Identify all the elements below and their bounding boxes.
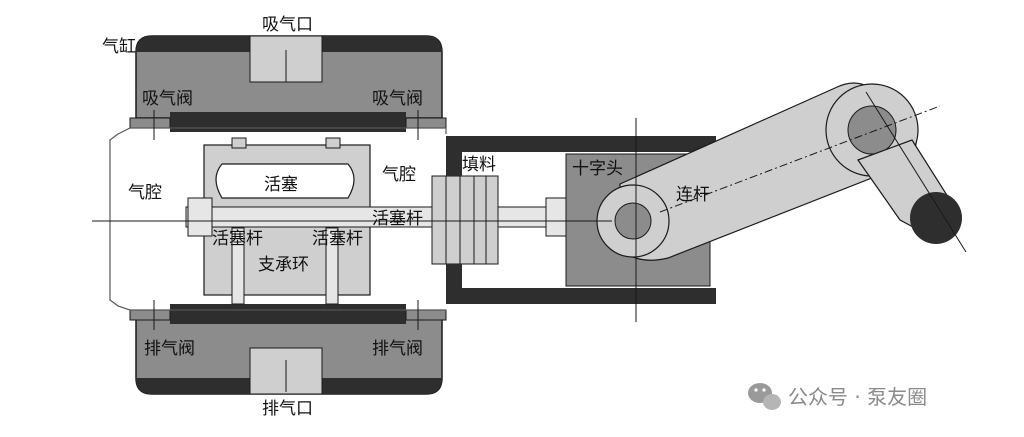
- cylinder-bottom-liner-right-cap: [405, 309, 447, 321]
- label-discharge-valve-right: 排气阀: [372, 339, 423, 359]
- label-discharge-port: 排气口: [262, 399, 313, 419]
- cylinder-top-liner-right-cap: [405, 117, 447, 129]
- support-ring-right: [325, 227, 339, 305]
- piston-top-slot-right: [325, 137, 341, 149]
- crank-vertical-line: [865, 91, 967, 253]
- guide-top-plate: [446, 136, 716, 176]
- cylinder-top-liner-left-cap: [129, 117, 171, 129]
- cylinder-bottom: [129, 304, 447, 395]
- label-piston-rod-right: 活塞杆: [372, 209, 423, 229]
- label-discharge-valve-left: 排气阀: [144, 339, 195, 359]
- piston-rod-left-nut: [187, 197, 213, 237]
- label-suction-valve-left: 吸气阀: [142, 89, 193, 109]
- cylinder-bottom-outer-dark-right: [322, 378, 442, 394]
- connecting-rod: [596, 82, 962, 261]
- crank-pin: [847, 105, 897, 155]
- crankshaft: [910, 192, 962, 244]
- label-suction-port: 吸气口: [262, 15, 313, 35]
- label-suction-valve-right: 吸气阀: [372, 89, 423, 109]
- cylinder-bottom-outer-dark: [136, 378, 250, 394]
- label-piston-rod-left: 活塞杆: [212, 229, 263, 249]
- cylinder-top: [129, 35, 447, 132]
- cylinder-top-liner: [170, 112, 406, 132]
- support-ring-left: [231, 227, 245, 305]
- watermark-text: 公众号 · 泵友圈: [788, 385, 927, 409]
- watermark: 公众号 · 泵友圈: [748, 383, 927, 410]
- label-piston: 活塞: [264, 175, 298, 195]
- cylinder-top-outer-dark: [136, 36, 250, 52]
- crosshead-guide: [446, 136, 716, 304]
- guide-bottom-plate: [446, 264, 716, 304]
- label-crosshead: 十字头: [572, 159, 623, 179]
- cylinder-top-outer-dark-right: [322, 36, 442, 52]
- cylinder-bottom-liner-left-cap: [129, 309, 171, 321]
- wechat-icon: [748, 383, 781, 410]
- piston-crown: [215, 163, 355, 199]
- label-packing: 填料: [462, 155, 496, 175]
- center-lines: [92, 50, 967, 392]
- labels: 气缸 吸气口 吸气阀 吸气阀 气腔 活塞 气腔 填料 十字头 连杆 活塞杆 活塞…: [102, 15, 710, 419]
- piston-top-slot-left: [231, 137, 247, 149]
- cylinder-bottom-liner: [170, 304, 406, 324]
- label-cylinder: 气缸: [102, 36, 136, 57]
- label-chamber-right: 气腔: [382, 165, 416, 185]
- crank-axis-line: [659, 105, 941, 213]
- label-connecting-rod: 连杆: [676, 185, 710, 205]
- gas-chamber-outline: [109, 127, 447, 311]
- packing: [431, 175, 499, 265]
- label-chamber-left: 气腔: [128, 183, 162, 203]
- label-support-ring: 支承环: [258, 255, 309, 275]
- packing-rings: [431, 175, 499, 265]
- crosshead-pin: [614, 202, 652, 240]
- piston-rod-right-nut: [545, 197, 569, 237]
- label-piston-rod-mid: 活塞杆: [312, 229, 363, 249]
